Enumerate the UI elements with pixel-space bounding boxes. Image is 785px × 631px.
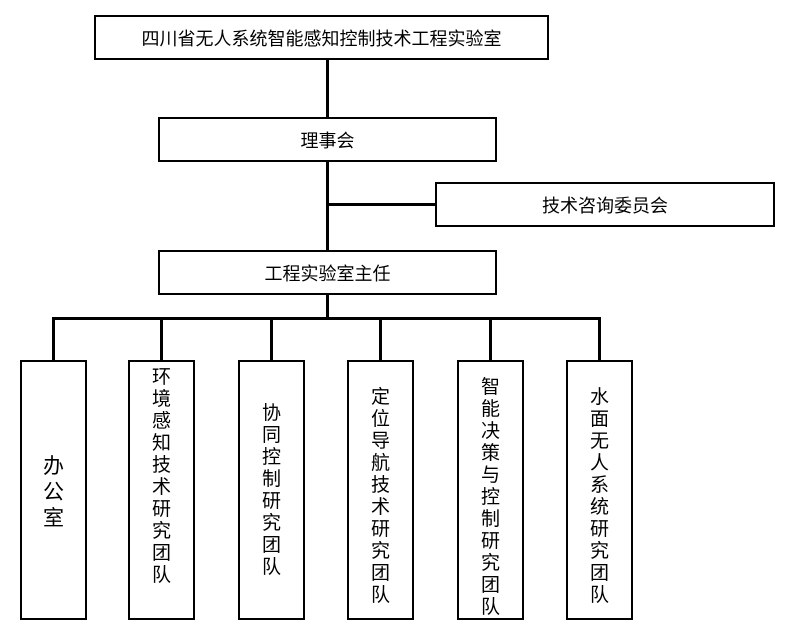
team-label: 协同控制研究团队 [261, 402, 281, 578]
team-bus-line [52, 317, 601, 320]
team-box-surface-unmanned: 水面无人系统研究团队 [566, 360, 633, 620]
lab-box: 四川省无人系统智能感知控制技术工程实验室 [94, 15, 549, 60]
connector-lab-to-council [326, 60, 329, 117]
drop-line-team-1 [52, 317, 55, 360]
team-label: 办公室 [43, 454, 64, 530]
drop-line-team-5 [489, 317, 492, 360]
council-title: 理事会 [300, 130, 355, 152]
council-box: 理事会 [158, 117, 497, 162]
drop-line-team-6 [598, 317, 601, 360]
advisory-title: 技术咨询委员会 [542, 195, 668, 217]
team-label: 水面无人系统研究团队 [589, 386, 609, 606]
drop-line-team-4 [379, 317, 382, 360]
lab-title: 四川省无人系统智能感知控制技术工程实验室 [141, 28, 502, 50]
connector-advisory-branch [327, 203, 435, 206]
drop-line-team-3 [270, 317, 273, 360]
connector-director-to-bus [326, 295, 329, 319]
team-box-perception: 环境感知技术研究团队 [128, 360, 195, 620]
director-box: 工程实验室主任 [158, 250, 497, 295]
team-label: 定位导航技术研究团队 [370, 386, 390, 606]
director-title: 工程实验室主任 [264, 263, 391, 285]
team-box-cooperative-control: 协同控制研究团队 [238, 360, 305, 620]
connector-council-to-director [326, 162, 329, 250]
team-box-office: 办公室 [20, 360, 87, 620]
team-box-navigation: 定位导航技术研究团队 [347, 360, 414, 620]
team-label: 智能决策与控制研究团队 [480, 376, 500, 618]
advisory-box: 技术咨询委员会 [435, 182, 775, 227]
team-box-decision-control: 智能决策与控制研究团队 [457, 360, 524, 620]
drop-line-team-2 [160, 317, 163, 360]
team-label: 环境感知技术研究团队 [151, 366, 171, 586]
